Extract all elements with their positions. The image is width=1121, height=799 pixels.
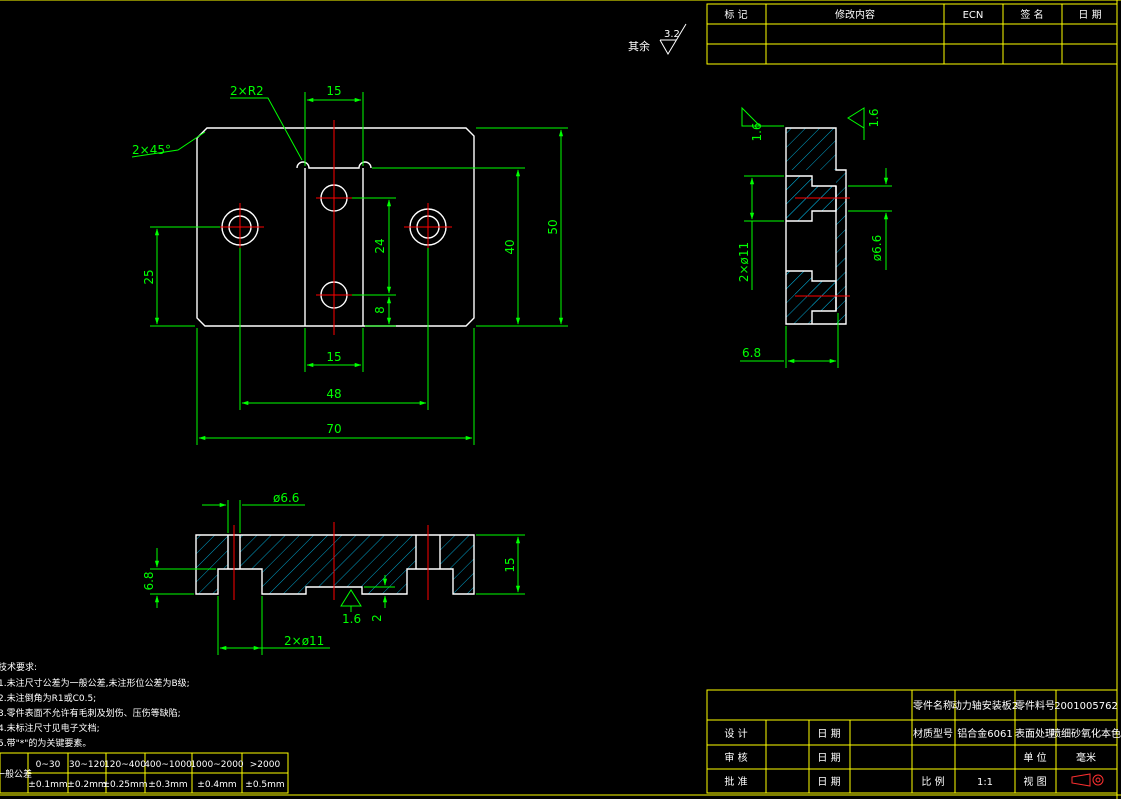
tol-value-1: ±0.1mm xyxy=(28,780,67,790)
tb-surface: 喷细砂氧化本色 xyxy=(1051,727,1121,740)
projection-symbol-icon xyxy=(1071,773,1104,787)
tb-part-no-label: 零件料号 xyxy=(1015,699,1055,712)
dim-slot-width-bottom: 15 xyxy=(326,350,341,364)
tol-range-4: 400~1000 xyxy=(144,760,192,770)
rev-header-sign: 签 名 xyxy=(1020,8,1043,21)
dim-side-hole-dia: ø6.6 xyxy=(870,235,884,261)
tol-value-4: ±0.3mm xyxy=(148,780,187,790)
note-line-1: 1.未注尺寸公差为一般公差,未注形位公差为B级; xyxy=(0,677,190,689)
tb-view-label: 视 图 xyxy=(1023,775,1046,788)
dim-radius: 2×R2 xyxy=(230,84,264,98)
dim-roughness-right: 1.6 xyxy=(867,108,881,127)
tol-value-3: ±0.25mm xyxy=(102,780,147,790)
tol-range-1: 0~30 xyxy=(36,760,61,770)
dim-height-25: 25 xyxy=(142,269,156,284)
tol-value-6: ±0.5mm xyxy=(245,780,284,790)
notes-title: 技术要求: xyxy=(0,661,37,673)
tb-check-label: 审 核 xyxy=(724,751,747,764)
dim-hole-dia: ø6.6 xyxy=(273,491,299,505)
dim-overall-width: 70 xyxy=(326,422,341,436)
tb-approve-label: 批 准 xyxy=(724,775,747,788)
title-block: 零件名称 动力轴安装板2 零件料号 2001005762 设 计 日 期 材质型… xyxy=(706,689,1121,794)
general-roughness: 其余 3.2 xyxy=(628,23,687,55)
dim-cbore-depth: 6.8 xyxy=(142,571,156,590)
tolerance-row-label: 一般公差 xyxy=(0,768,32,780)
side-section-view: 1.6 1.6 2×ø11 ø6.6 6.8 xyxy=(737,106,892,368)
note-line-3: 3.零件表面不允许有毛刺及划伤、压伤等缺陷; xyxy=(0,707,181,719)
note-line-4: 4.未标注尺寸见电子文档; xyxy=(0,722,100,734)
tol-range-2: 30~120 xyxy=(69,760,105,770)
dim-overall-height: 50 xyxy=(546,219,560,234)
revision-table: 标 记 修改内容 ECN 签 名 日 期 xyxy=(706,3,1118,65)
tb-date-label-3: 日 期 xyxy=(817,776,840,788)
dim-side-depth: 6.8 xyxy=(742,346,761,360)
dim-slot-width-top: 15 xyxy=(326,84,341,98)
dim-hole-spacing: 48 xyxy=(326,387,341,401)
dim-slot-depth: 2 xyxy=(370,614,384,622)
top-view: 15 2×R2 2×45° 15 48 70 25 24 8 40 50 xyxy=(131,84,568,445)
tb-unit: 毫米 xyxy=(1076,751,1096,764)
tol-value-5: ±0.4mm xyxy=(197,780,236,790)
tol-range-3: 120~400 xyxy=(104,760,146,770)
tb-surface-label: 表面处理 xyxy=(1015,727,1055,740)
tol-range-6: >2000 xyxy=(250,760,281,770)
dim-side-cbore-dia: 2×ø11 xyxy=(737,242,751,282)
tb-material-label: 材质型号 xyxy=(913,727,953,740)
tb-part-no: 2001005762 xyxy=(1054,701,1118,712)
dim-chamfer: 2×45° xyxy=(132,143,171,157)
tb-unit-label: 单 位 xyxy=(1023,751,1046,764)
dim-roughness-front: 1.6 xyxy=(342,612,361,626)
rev-header-mark: 标 记 xyxy=(724,9,747,21)
dim-roughness-left: 1.6 xyxy=(750,122,764,141)
tb-date-label-2: 日 期 xyxy=(817,752,840,764)
dim-hole-pitch: 24 xyxy=(373,238,387,253)
tolerance-table: 一般公差 0~30 30~120 120~400 400~1000 1000~2… xyxy=(0,752,289,794)
dim-height-40: 40 xyxy=(503,239,517,254)
dim-hole-offset: 8 xyxy=(373,306,387,314)
dim-thickness: 15 xyxy=(503,557,517,572)
note-line-5: 5.带"*"的为关键要素。 xyxy=(0,737,91,749)
tb-date-label-1: 日 期 xyxy=(817,728,840,740)
rev-header-date: 日 期 xyxy=(1078,9,1101,21)
front-section-view: ø6.6 6.8 15 1.6 2 2×ø11 xyxy=(142,491,525,655)
roughness-prefix: 其余 xyxy=(628,39,650,53)
tol-value-2: ±0.2mm xyxy=(67,780,106,790)
tb-part-name: 动力轴安装板2 xyxy=(952,699,1018,712)
dim-cbore-dia: 2×ø11 xyxy=(284,634,324,648)
tb-design-label: 设 计 xyxy=(724,727,747,740)
tol-range-5: 1000~2000 xyxy=(190,760,244,770)
rev-header-content: 修改内容 xyxy=(835,8,875,21)
roughness-value: 3.2 xyxy=(664,29,680,40)
note-line-2: 2.未注倒角为R1或C0.5; xyxy=(0,692,96,704)
tb-material: 铝合金6061 xyxy=(957,727,1012,740)
rev-header-ecn: ECN xyxy=(963,10,984,21)
tb-scale: 1:1 xyxy=(977,777,993,788)
technical-notes: 技术要求: 1.未注尺寸公差为一般公差,未注形位公差为B级; 2.未注倒角为R1… xyxy=(0,661,190,749)
tb-part-name-label: 零件名称 xyxy=(913,699,953,712)
tb-scale-label: 比 例 xyxy=(921,775,944,788)
